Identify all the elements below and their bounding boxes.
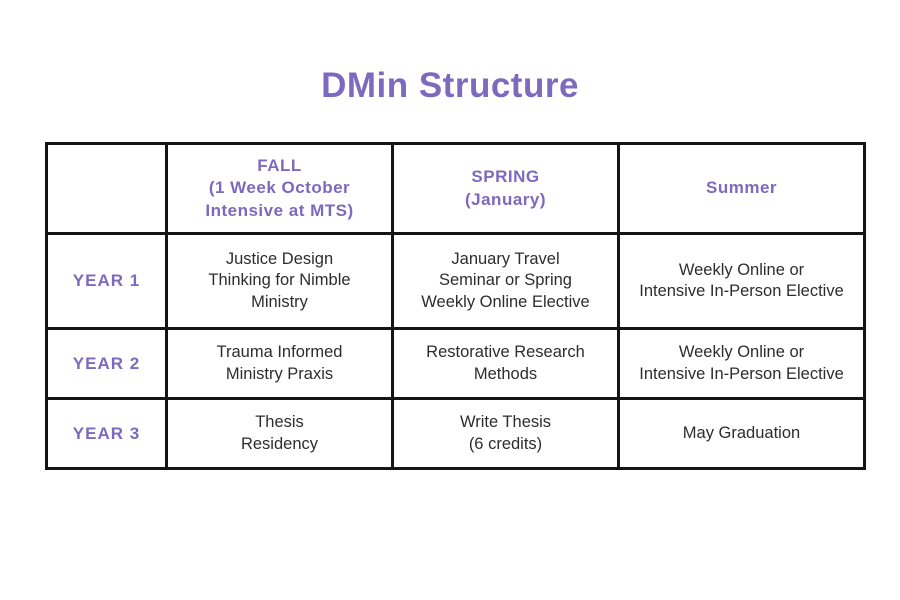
header-cell-spring: SPRING (January) — [391, 142, 620, 235]
year-2-label: YEAR 2 — [45, 327, 168, 400]
dmin-structure-table: FALL (1 Week October Intensive at MTS) S… — [45, 142, 866, 470]
year-1-spring-cell: January Travel Seminar or Spring Weekly … — [391, 232, 620, 330]
header-row: FALL (1 Week October Intensive at MTS) S… — [45, 142, 866, 235]
row-year-2: YEAR 2 Trauma Informed Ministry Praxis R… — [45, 327, 866, 400]
year-3-fall-cell: Thesis Residency — [165, 397, 394, 470]
year-3-label: YEAR 3 — [45, 397, 168, 470]
header-cell-summer: Summer — [617, 142, 866, 235]
year-3-summer-cell: May Graduation — [617, 397, 866, 470]
year-2-spring-cell: Restorative Research Methods — [391, 327, 620, 400]
year-1-fall-cell: Justice Design Thinking for Nimble Minis… — [165, 232, 394, 330]
header-cell-empty — [45, 142, 168, 235]
year-3-spring-cell: Write Thesis (6 credits) — [391, 397, 620, 470]
year-2-fall-cell: Trauma Informed Ministry Praxis — [165, 327, 394, 400]
year-2-summer-cell: Weekly Online or Intensive In-Person Ele… — [617, 327, 866, 400]
header-cell-fall: FALL (1 Week October Intensive at MTS) — [165, 142, 394, 235]
page-title: DMin Structure — [321, 66, 579, 105]
row-year-1: YEAR 1 Justice Design Thinking for Nimbl… — [45, 232, 866, 330]
row-year-3: YEAR 3 Thesis Residency Write Thesis (6 … — [45, 397, 866, 470]
year-1-label: YEAR 1 — [45, 232, 168, 330]
year-1-summer-cell: Weekly Online or Intensive In-Person Ele… — [617, 232, 866, 330]
